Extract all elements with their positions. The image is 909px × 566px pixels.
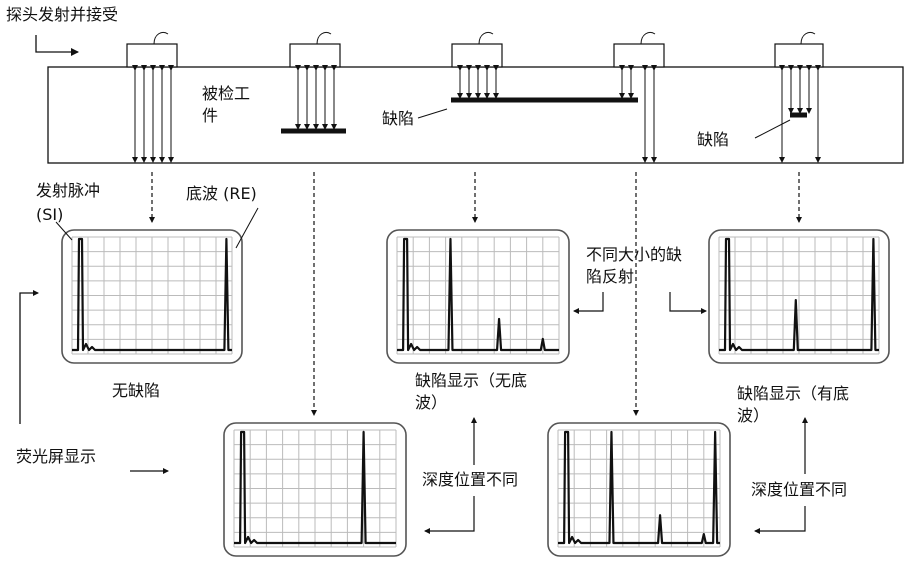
screens [61, 229, 890, 557]
probe-body [289, 43, 341, 68]
depth-arrow-left-1 [424, 496, 475, 534]
screen-display-label: 荧光屏显示 [16, 447, 96, 466]
diff-size-label-1: 不同大小的缺 [586, 245, 682, 264]
probe-body [126, 43, 178, 68]
screen-defect-no-bottom [386, 229, 570, 364]
probe-cable [640, 31, 656, 45]
probe-body [451, 43, 503, 68]
probe-1 [126, 31, 178, 68]
show-nobottom-label-1: 缺陷显示（无底 [415, 371, 527, 390]
workpiece-block [47, 66, 904, 164]
pulse-label-2: (SI) [36, 205, 63, 224]
probe-body [613, 43, 665, 68]
a-scan-trace [558, 430, 720, 545]
show-bottom-label-1: 缺陷显示（有底 [737, 384, 849, 403]
probe-5 [774, 31, 824, 68]
pulse-label-1: 发射脉冲 [36, 181, 100, 200]
probes [126, 31, 824, 68]
diff-size-arrow-right [669, 292, 707, 314]
diff-size-label-2: 陷反射 [586, 267, 634, 286]
workpiece-label-1: 被检工 [202, 84, 250, 103]
screen-grid [233, 429, 397, 548]
depth-diff-label-2: 深度位置不同 [751, 480, 847, 499]
show-nobottom-label-2: 波） [415, 393, 447, 412]
depth-arrow-left-2 [754, 506, 806, 534]
a-scan-trace [72, 237, 232, 352]
probe-cable [800, 31, 816, 45]
depth-diff-label-1: 深度位置不同 [422, 470, 518, 489]
probe-2 [289, 31, 341, 68]
title-arrow [35, 35, 79, 56]
screen-grid [71, 236, 233, 355]
diff-size-arrow-left [573, 292, 604, 314]
screen-defect-with-bottom [708, 229, 890, 364]
defect-leader-mid [417, 108, 448, 119]
sound-beams [132, 65, 821, 163]
pulse-leader [55, 221, 73, 241]
a-scan-trace [397, 237, 559, 352]
defect-label-mid: 缺陷 [382, 109, 414, 128]
screen-grid [718, 236, 880, 355]
screen-no-defect [61, 229, 243, 364]
probe-cable [316, 31, 332, 45]
probe-3 [451, 31, 503, 68]
backwall-label: 底波 (RE) [186, 184, 257, 203]
screen-display-arrow-up [19, 290, 39, 424]
screen-grid [557, 429, 721, 548]
show-bottom-label-2: 波） [737, 406, 769, 425]
screen-grid [396, 236, 560, 355]
probe-title: 探头发射并接受 [6, 5, 118, 24]
probe-cable [153, 31, 169, 45]
no-defect-label: 无缺陷 [112, 381, 160, 400]
probe-cable [478, 31, 494, 45]
defect-label-right: 缺陷 [697, 130, 729, 149]
probe-4 [613, 31, 665, 68]
backwall-leader [235, 207, 259, 249]
screen-depth-1 [223, 422, 407, 557]
defect-leader-right [754, 119, 791, 139]
a-scan-trace [234, 430, 396, 545]
screen-depth-2 [547, 422, 731, 557]
probe-body [774, 43, 824, 68]
dashed-arrows [149, 172, 802, 416]
a-scan-trace [719, 237, 879, 352]
workpiece-label-2: 件 [202, 106, 218, 125]
